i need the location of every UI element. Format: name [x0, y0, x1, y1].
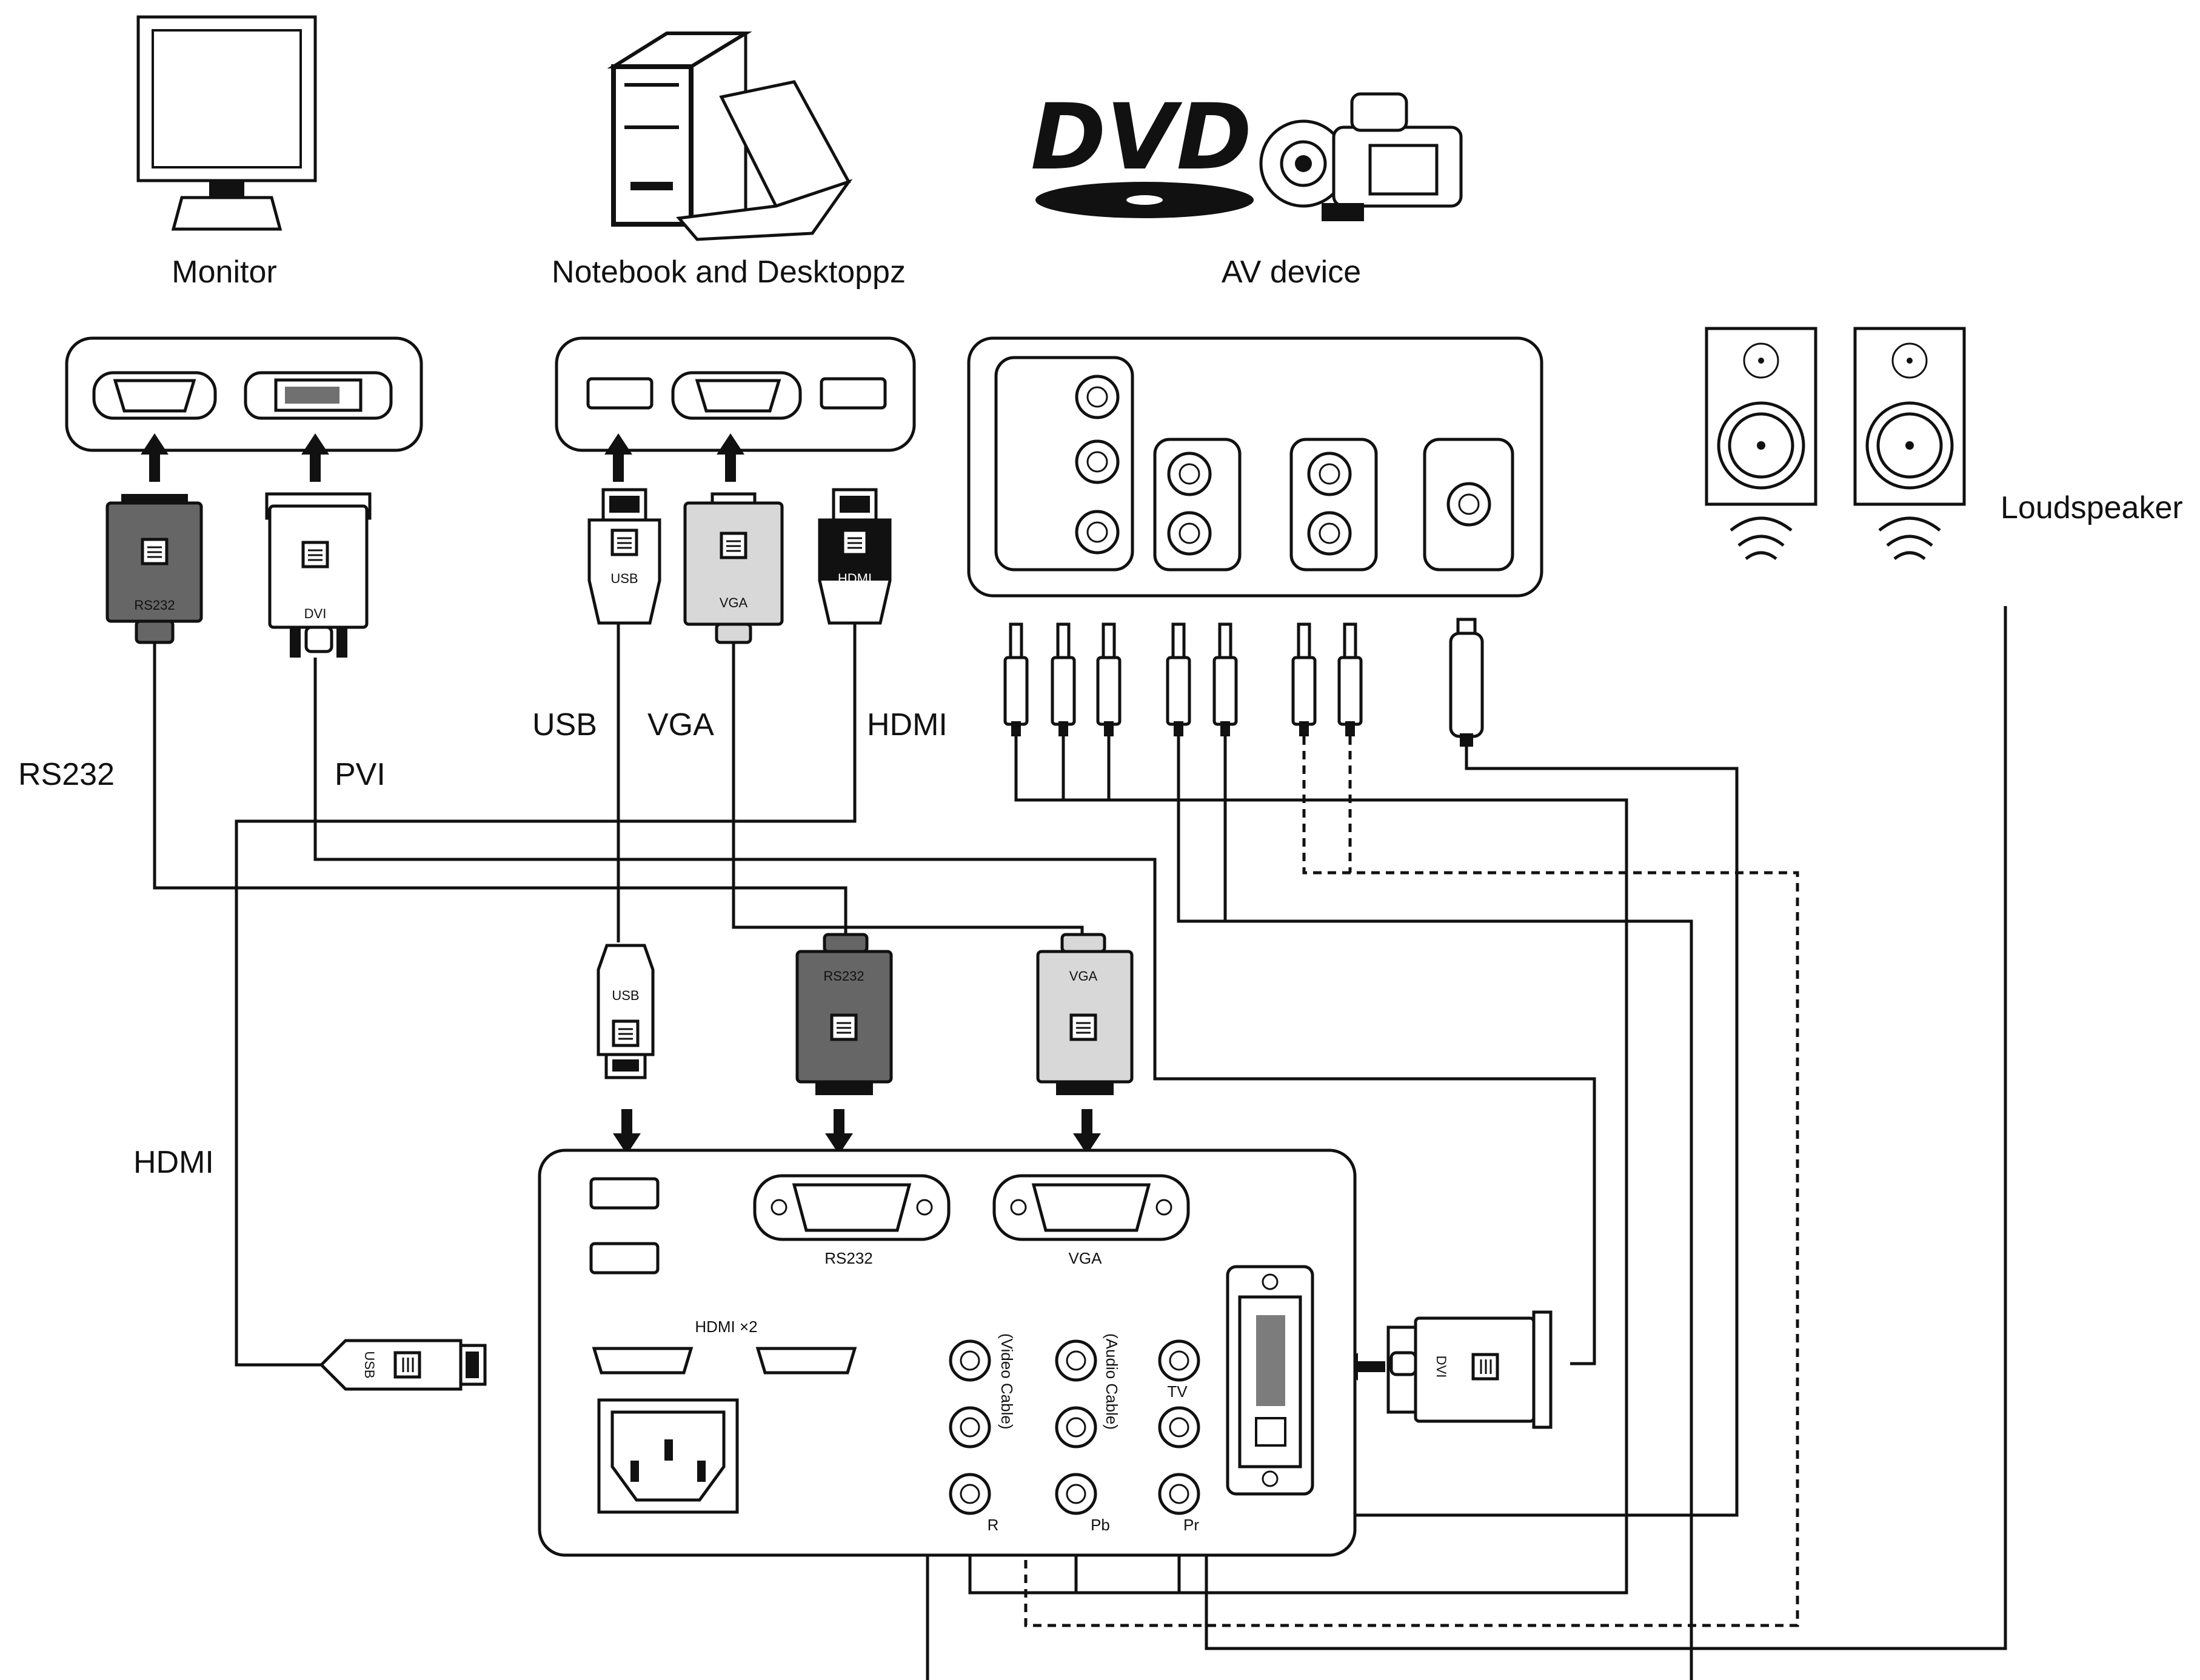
pc-vga-port: [671, 371, 802, 420]
video-cable-label: (Video Cable): [998, 1333, 1016, 1430]
monitor-icon: [136, 15, 317, 231]
pvi-cable-label: PVI: [335, 757, 386, 792]
arrow-down-icon: [613, 1109, 1101, 1155]
svg-text:DVD: DVD: [1031, 85, 1252, 190]
av-rca-plugs: [1003, 618, 1484, 747]
pr-label: Pr: [1183, 1516, 1199, 1534]
dvd-logo-icon: DVD: [1031, 85, 1254, 218]
desktop-computer-icon: [607, 32, 853, 241]
pb-label: Pb: [1091, 1516, 1110, 1534]
rs232-cable-label: RS232: [18, 757, 115, 792]
monitor-rs232-port: [92, 371, 217, 420]
power-socket-icon: [597, 1398, 739, 1514]
svg-text:USB: USB: [362, 1351, 377, 1378]
hdmi-left-cable-label: HDMI: [133, 1145, 214, 1180]
mid-rs232-plug: RS232: [795, 933, 893, 1095]
pc-hdmi-port: [820, 377, 887, 410]
mid-vga-plug: VGA: [1036, 933, 1134, 1095]
pc-hdmi-plug: HDMI: [818, 488, 892, 625]
arrow-up-icon: [141, 433, 329, 482]
loudspeaker-icon: [1705, 327, 1817, 561]
svg-text:DVI: DVI: [304, 606, 327, 621]
av-device-label: AV device: [1222, 255, 1361, 290]
svg-text:VGA: VGA: [720, 595, 748, 610]
svg-text:RS232: RS232: [823, 968, 864, 984]
monitor-rs232-plug: RS232: [105, 494, 203, 644]
cables: [153, 606, 2007, 1680]
main-device-panel: [538, 1148, 1357, 1557]
side-dvi-plug: DVI: [1386, 1310, 1553, 1429]
av-rca-ports: [1075, 375, 1514, 572]
main-hdmi-ports: [592, 1347, 857, 1375]
tv-label: TV: [1167, 1382, 1188, 1401]
loudspeaker-label: Loudspeaker: [2001, 490, 2183, 525]
usb-cable-label: USB: [532, 707, 597, 742]
svg-text:HDMI: HDMI: [838, 571, 872, 586]
main-vga-label: VGA: [1069, 1249, 1103, 1267]
r-label: R: [988, 1516, 999, 1534]
main-rs232-port: [753, 1174, 951, 1241]
main-dvi-port: [1226, 1265, 1314, 1496]
computer-label: Notebook and Desktoppz: [552, 255, 906, 290]
main-vga-port: [992, 1174, 1190, 1241]
svg-text:DVI: DVI: [1434, 1356, 1449, 1378]
side-usb-plug: USB: [319, 1339, 487, 1391]
main-rca-ports: [949, 1339, 1200, 1515]
hdmi-cable-label: HDMI: [867, 707, 948, 742]
main-usb-port-2: [589, 1242, 660, 1275]
arrow-up-icon: [604, 433, 744, 482]
monitor-dvi-port: [244, 371, 393, 420]
main-rs232-label: RS232: [824, 1249, 873, 1267]
pc-usb-port: [586, 377, 654, 410]
pc-usb-plug: USB: [587, 488, 661, 625]
main-usb-port-1: [589, 1177, 660, 1210]
hdmi-count-label: HDMI ×2: [695, 1318, 757, 1336]
svg-text:USB: USB: [612, 988, 639, 1003]
vga-cable-label: VGA: [647, 707, 714, 742]
mid-usb-plug: USB: [597, 944, 655, 1079]
audio-cable-label: (Audio Cable): [1103, 1333, 1121, 1430]
camcorder-icon: [1259, 92, 1463, 221]
loudspeaker-icon: [1853, 327, 1966, 561]
monitor-dvi-plug: DVI: [265, 492, 372, 658]
svg-text:VGA: VGA: [1069, 968, 1098, 984]
svg-text:USB: USB: [610, 571, 638, 586]
monitor-label: Monitor: [172, 255, 276, 290]
pc-vga-plug: VGA: [683, 492, 784, 644]
svg-text:RS232: RS232: [134, 598, 175, 613]
